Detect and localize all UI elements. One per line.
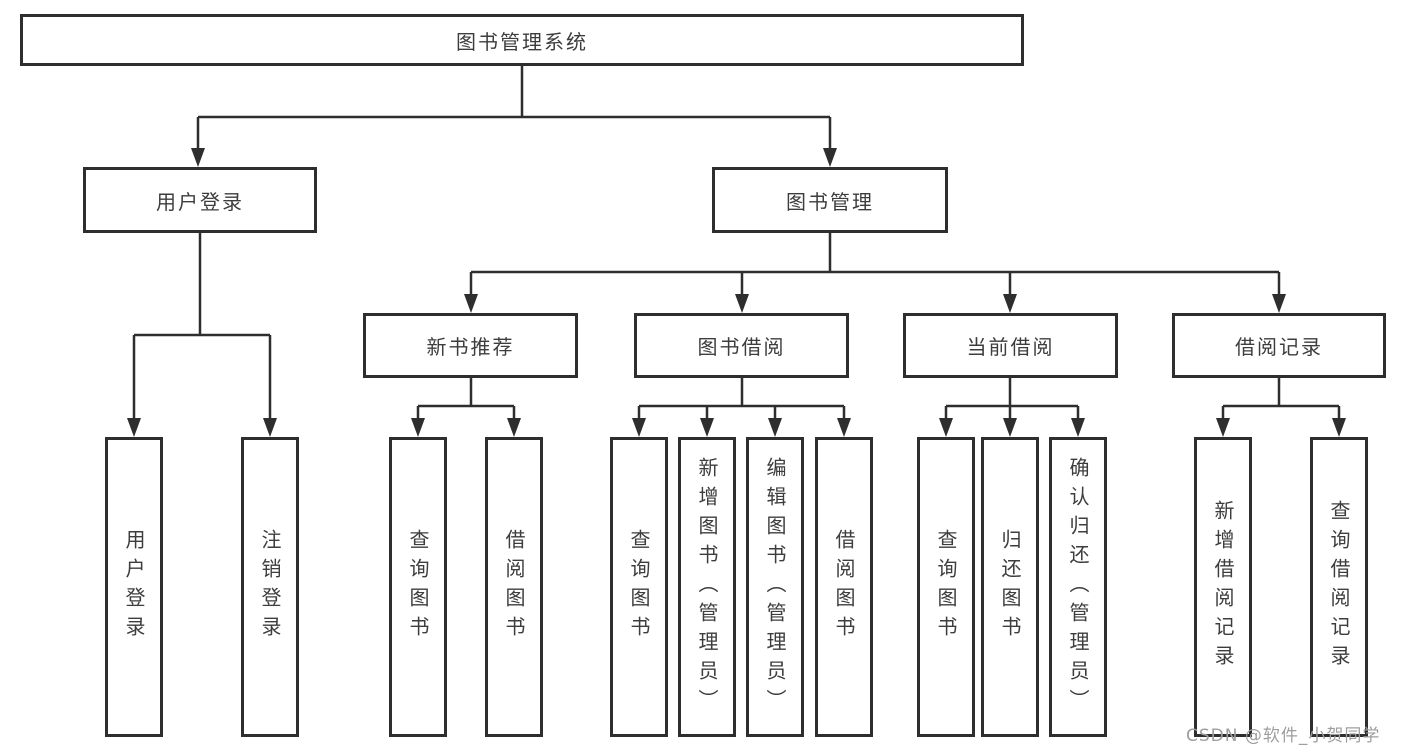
leaf-label: 借阅图书 xyxy=(832,529,856,645)
node-borrow-records: 借阅记录 xyxy=(1172,313,1386,378)
node-user-login-module: 用户登录 xyxy=(83,167,317,233)
leaf-confirm-return-admin: 确认归还（管理员） xyxy=(1049,437,1107,737)
node-book-borrow: 图书借阅 xyxy=(634,313,849,378)
leaf-query-borrow-record: 查询借阅记录 xyxy=(1310,437,1368,737)
node-library-system: 图书管理系统 xyxy=(20,14,1024,66)
leaf-query-books-recommend: 查询图书 xyxy=(389,437,447,737)
node-book-management-module: 图书管理 xyxy=(712,167,948,233)
leaf-borrow-books-recommend: 借阅图书 xyxy=(485,437,543,737)
leaf-label: 归还图书 xyxy=(998,529,1022,645)
leaf-label: 借阅图书 xyxy=(502,529,526,645)
leaf-logout: 注销登录 xyxy=(241,437,299,737)
csdn-watermark: CSDN @软件_小贺同学 xyxy=(1186,726,1381,746)
leaf-label: 查询图书 xyxy=(627,529,651,645)
leaf-query-books-borrow: 查询图书 xyxy=(610,437,668,737)
leaf-label: 查询图书 xyxy=(406,529,430,645)
tree-edges xyxy=(132,66,1341,421)
leaf-add-books-admin: 新增图书（管理员） xyxy=(678,437,736,737)
leaf-label: 用户登录 xyxy=(122,529,146,645)
leaf-label: 注销登录 xyxy=(258,529,282,645)
arrowhead-icons xyxy=(127,148,1346,437)
leaf-borrow-books: 借阅图书 xyxy=(815,437,873,737)
leaf-add-borrow-record: 新增借阅记录 xyxy=(1194,437,1252,737)
leaf-label: 确认归还（管理员） xyxy=(1066,456,1090,718)
leaf-label: 新增借阅记录 xyxy=(1211,500,1235,674)
node-new-book-recommend: 新书推荐 xyxy=(363,313,578,378)
leaf-edit-books-admin: 编辑图书（管理员） xyxy=(746,437,804,737)
leaf-label: 新增图书（管理员） xyxy=(695,456,719,718)
leaf-label: 查询图书 xyxy=(934,529,958,645)
leaf-return-books: 归还图书 xyxy=(981,437,1039,737)
leaf-label: 查询借阅记录 xyxy=(1327,500,1351,674)
node-current-borrow: 当前借阅 xyxy=(903,313,1118,378)
leaf-user-login: 用户登录 xyxy=(105,437,163,737)
leaf-query-books-current: 查询图书 xyxy=(917,437,975,737)
leaf-label: 编辑图书（管理员） xyxy=(763,456,787,718)
